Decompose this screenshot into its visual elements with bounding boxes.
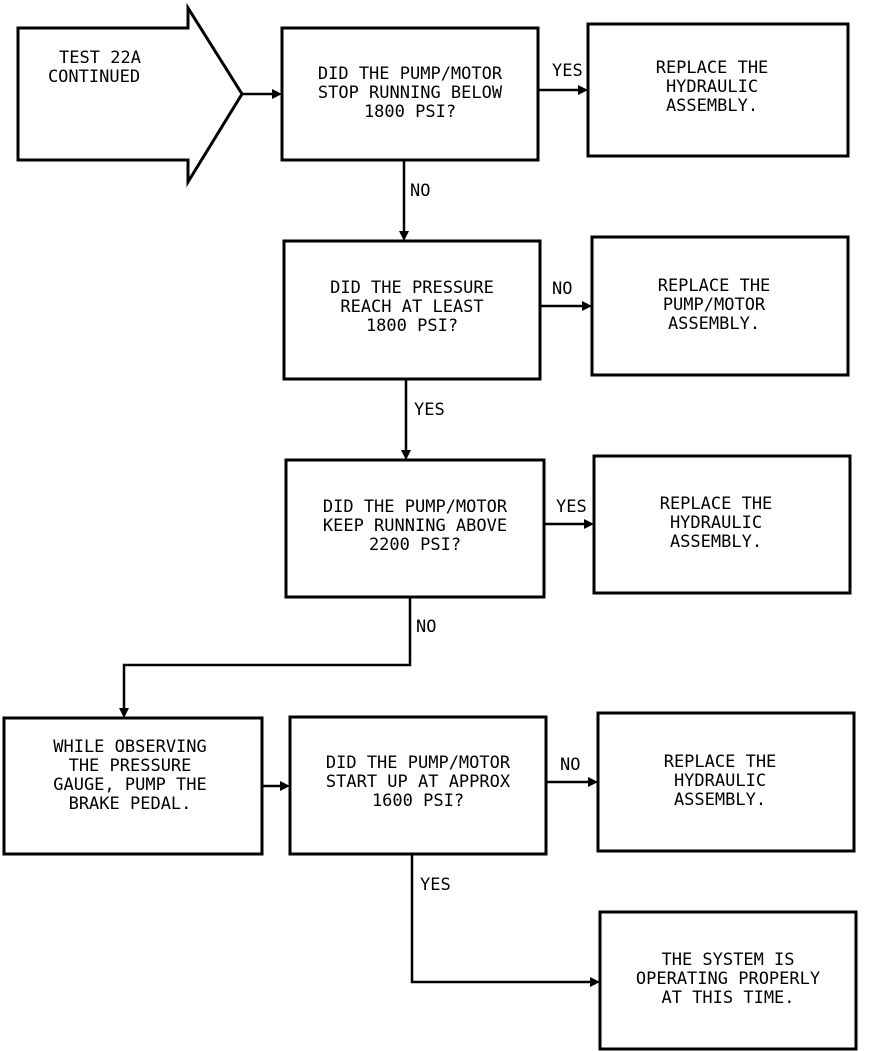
node-r4-line-2: HYDRAULIC [674,771,766,791]
node-r3-line-1: REPLACE THE [660,494,773,514]
node-q1-line-2: STOP RUNNING BELOW [318,83,503,103]
edge-label-q1-q2: NO [410,181,430,201]
node-q3: DID THE PUMP/MOTOR KEEP RUNNING ABOVE 22… [284,458,546,599]
node-r5-line-2: OPERATING PROPERLY [636,969,820,989]
node-r3-line-2: HYDRAULIC [670,513,762,533]
edge-a1-q4 [262,781,290,791]
node-r1: REPLACE THE HYDRAULIC ASSEMBLY. [586,22,850,158]
node-a1-line-1: WHILE OBSERVING [53,737,207,757]
node-q2: DID THE PRESSURE REACH AT LEAST 1800 PSI… [282,239,542,381]
edge-q2-r2: NO [540,279,592,311]
node-q1-line-3: 1800 PSI? [364,102,456,122]
edge-q2-q3: YES [401,379,445,460]
node-a1-line-4: BRAKE PEDAL. [69,794,192,814]
node-q4: DID THE PUMP/MOTOR START UP AT APPROX 16… [288,715,548,856]
edge-label-q4-r4: NO [560,755,580,775]
edge-q3-r3: YES [544,497,594,529]
node-r4-line-3: ASSEMBLY. [674,790,766,810]
node-q4-line-2: START UP AT APPROX [326,772,511,792]
start-label-line-1: TEST 22A [59,48,141,68]
node-q2-line-2: REACH AT LEAST [340,297,483,317]
node-a1: WHILE OBSERVING THE PRESSURE GAUGE, PUMP… [2,716,264,856]
edge-q4-r5: YES [410,854,600,987]
edge-q1-q2: NO [399,160,430,241]
start-arrow-shape [16,2,244,188]
node-q3-line-1: DID THE PUMP/MOTOR [323,497,508,517]
node-q1: DID THE PUMP/MOTOR STOP RUNNING BELOW 18… [280,26,540,162]
edge-label-q2-q3: YES [414,400,445,420]
node-q4-line-3: 1600 PSI? [372,791,464,811]
node-q2-line-1: DID THE PRESSURE [330,278,494,298]
node-q2-line-3: 1800 PSI? [366,316,458,336]
node-r5-line-3: AT THIS TIME. [661,988,794,1008]
edge-label-q3-a1: NO [416,617,436,637]
node-r2-line-2: PUMP/MOTOR [663,295,766,315]
edge-q4-r4: NO [546,755,598,787]
node-r4: REPLACE THE HYDRAULIC ASSEMBLY. [596,711,856,853]
node-r3-line-3: ASSEMBLY. [670,532,762,552]
start-arrow: TEST 22A CONTINUED [16,2,244,188]
edge-start-q1 [242,89,282,99]
node-r5: THE SYSTEM IS OPERATING PROPERLY AT THIS… [598,910,858,1051]
node-r3: REPLACE THE HYDRAULIC ASSEMBLY. [592,454,852,595]
node-r5-line-1: THE SYSTEM IS [661,950,794,970]
node-q3-line-3: 2200 PSI? [369,535,461,555]
node-r2-line-1: REPLACE THE [658,276,771,296]
node-q4-line-1: DID THE PUMP/MOTOR [326,753,511,773]
edge-label-q4-r5: YES [420,875,451,895]
node-q1-line-1: DID THE PUMP/MOTOR [318,64,503,84]
node-r1-line-2: HYDRAULIC [666,77,758,97]
node-r4-line-1: REPLACE THE [664,752,777,772]
edge-q1-r1: YES [538,61,588,95]
node-r1-line-1: REPLACE THE [656,58,769,78]
edge-label-q2-r2: NO [552,279,572,299]
node-r1-line-3: ASSEMBLY. [666,96,758,116]
edge-q3-a1: NO [119,597,436,718]
edge-label-q3-r3: YES [556,497,587,517]
node-r2: REPLACE THE PUMP/MOTOR ASSEMBLY. [590,235,850,377]
node-a1-line-2: THE PRESSURE [69,756,192,776]
start-label-line-2: CONTINUED [48,67,140,87]
node-r2-line-3: ASSEMBLY. [668,314,760,334]
node-q3-line-2: KEEP RUNNING ABOVE [323,516,507,536]
edge-label-q1-r1: YES [552,61,583,81]
node-a1-line-3: GAUGE, PUMP THE [53,775,207,795]
